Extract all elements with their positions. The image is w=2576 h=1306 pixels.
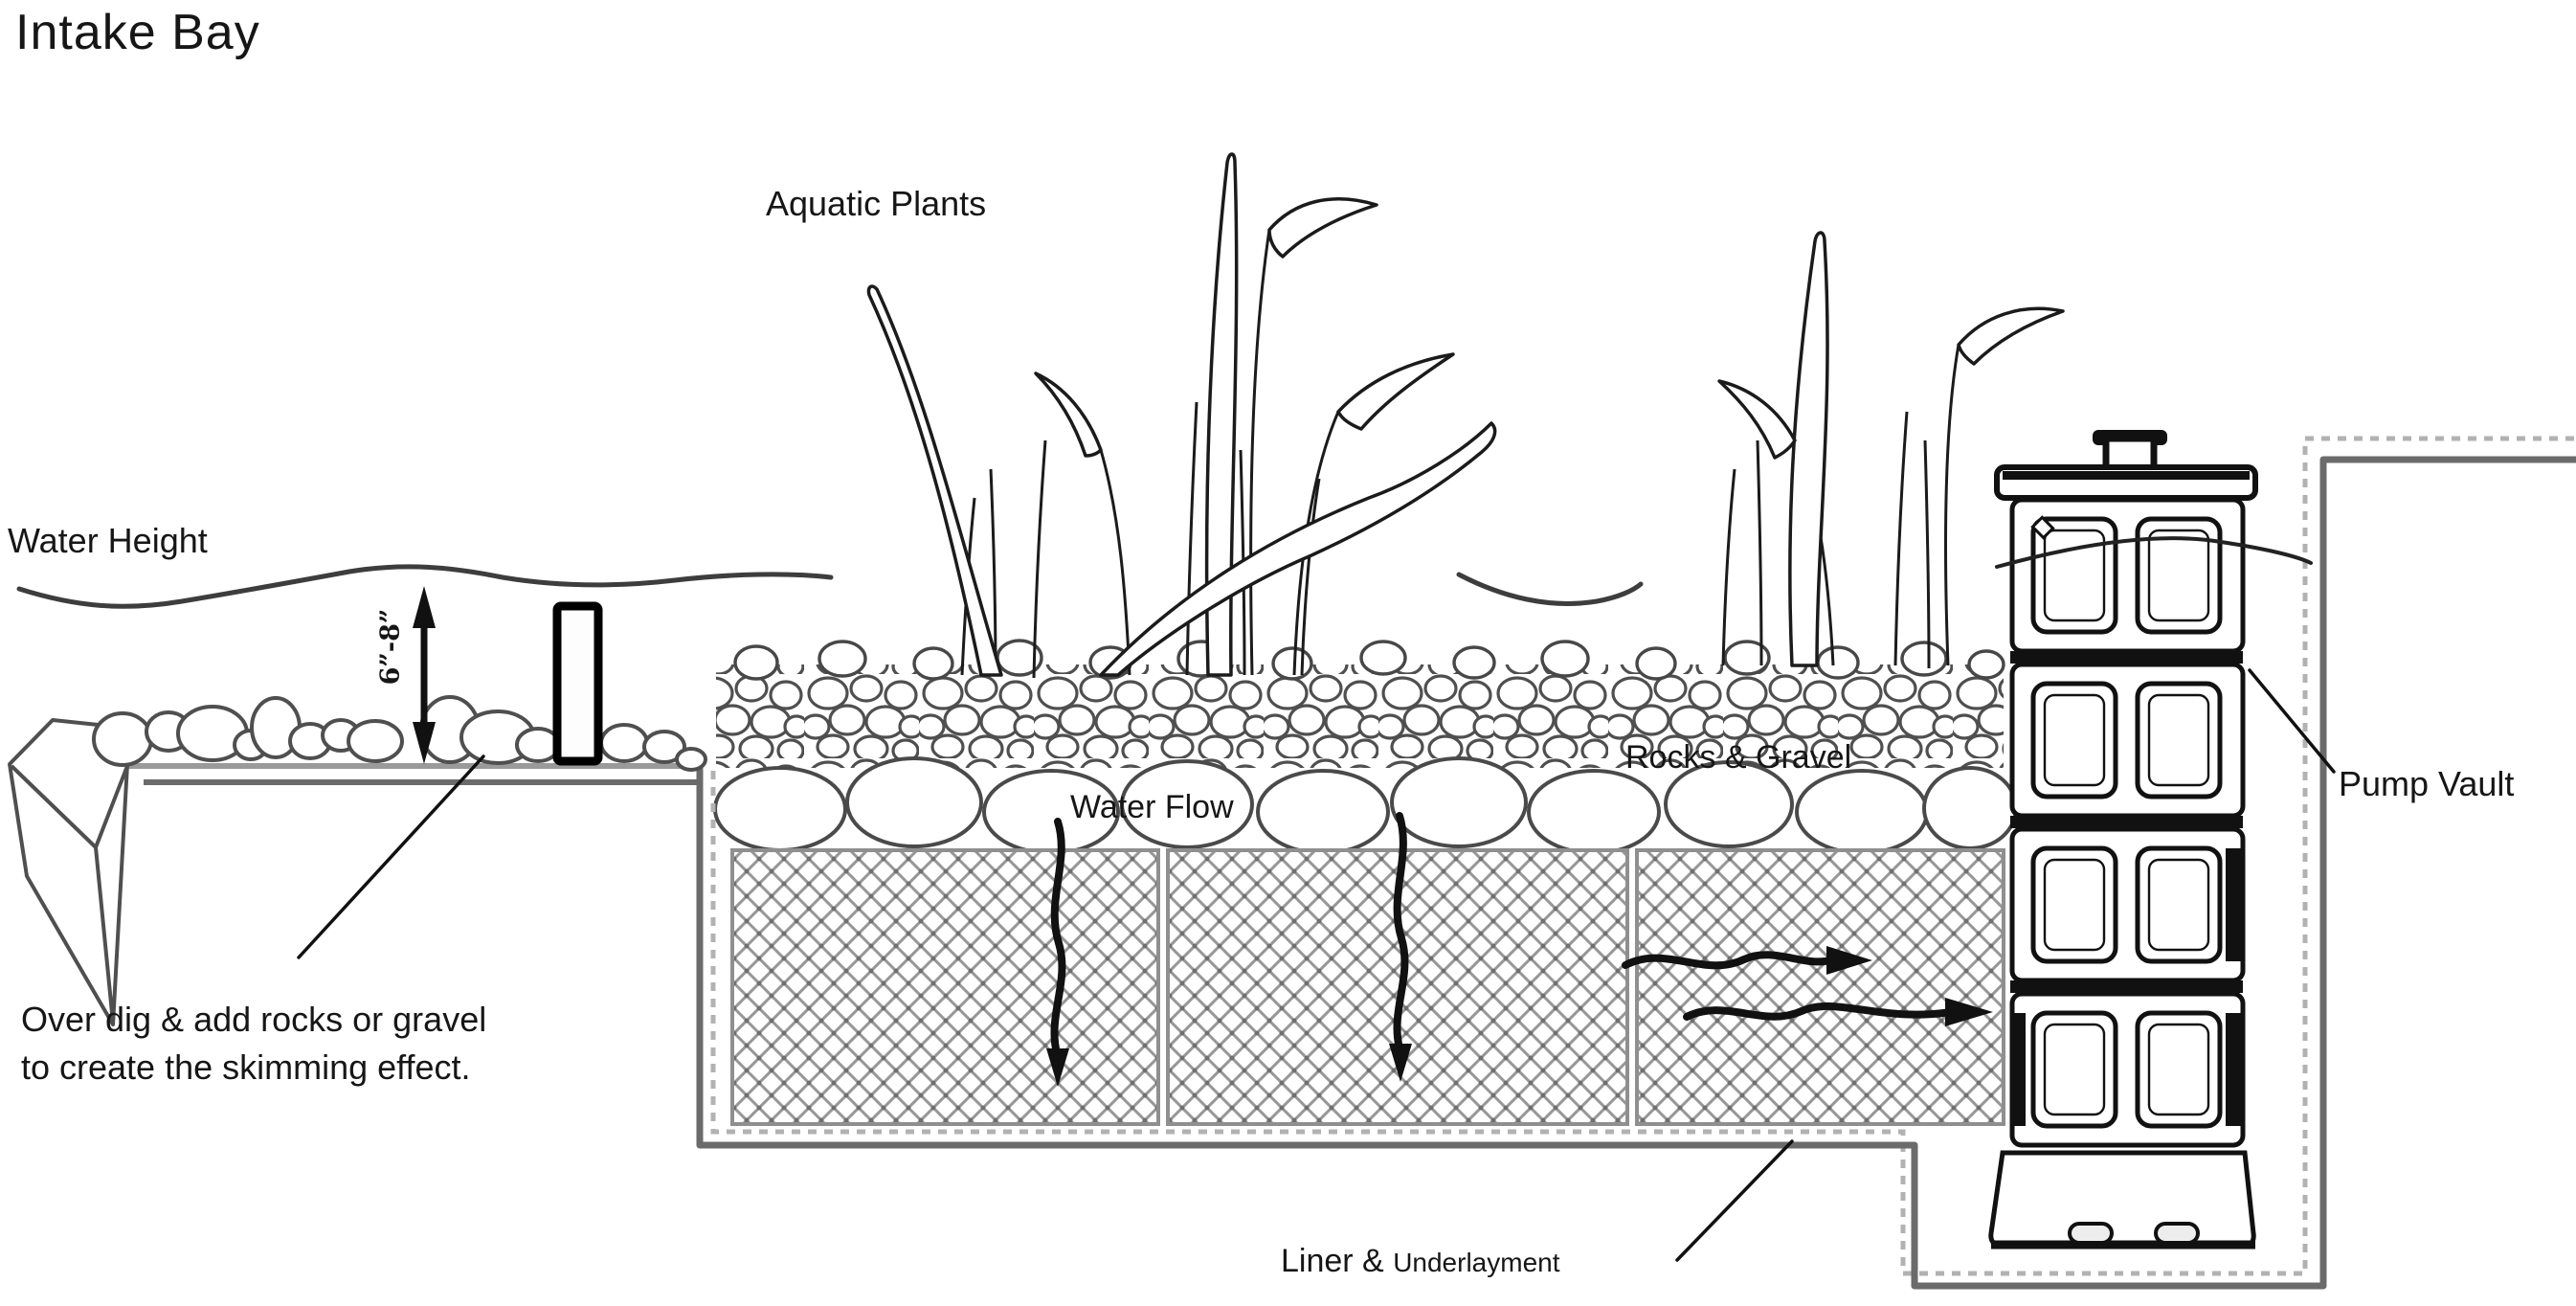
aquatic-plants-left <box>960 229 1340 679</box>
skimmer-faceplate <box>552 601 603 766</box>
aquatic-plants-right-leaves <box>1717 231 2065 667</box>
vault-foot <box>2154 1222 2200 1245</box>
overdig-note: Over dig & add rocks or gravel to create… <box>21 996 486 1091</box>
pump-vault-leader-line <box>2248 668 2336 774</box>
rocks-gravel-label: Rocks & Gravel <box>1625 739 1852 776</box>
overdig-note-line2: to create the skimming effect. <box>21 1047 471 1087</box>
liner-underlayment-label: Liner & Underlayment <box>1281 1243 1560 1280</box>
vault-base <box>1988 1150 2256 1250</box>
skimming-rocks <box>92 695 707 772</box>
liner-label-prefix: Liner & <box>1281 1243 1384 1279</box>
water-flow-right-arrowheads <box>1826 946 1993 1026</box>
water-flow-down-arrows <box>1050 812 1409 1057</box>
water-line-mid <box>1456 572 1644 606</box>
edge-boulder <box>8 718 129 1026</box>
aquatic-plants-label: Aquatic Plants <box>766 184 987 223</box>
depth-arrow <box>413 586 436 764</box>
overdig-leader-line <box>297 754 485 959</box>
water-height-label: Water Height <box>8 521 208 560</box>
liner-label-suffix: Underlayment <box>1393 1248 1560 1277</box>
cobble-row <box>713 756 2018 855</box>
gravel-bed <box>713 639 2018 855</box>
water-flow-label: Water Flow <box>1070 789 1234 825</box>
vault-foot <box>2068 1222 2114 1245</box>
liner-leader-line <box>1675 1139 1794 1262</box>
depth-measurement-label: 6”-8” <box>375 608 406 686</box>
matrix-block-3 <box>1635 848 2005 1126</box>
water-height-line <box>16 564 834 609</box>
page-title: Intake Bay <box>15 5 260 60</box>
water-flow-right-arrows <box>1622 951 1955 1021</box>
pump-vault-label: Pump Vault <box>2339 764 2515 803</box>
water-flow-down-arrowheads <box>1046 1044 1412 1087</box>
matrix-block-2 <box>1166 848 1629 1126</box>
aquatic-plants-right <box>1721 344 1960 669</box>
overdig-note-line1: Over dig & add rocks or gravel <box>21 1000 487 1039</box>
liner-dashed-line <box>710 436 2576 1276</box>
water-line-right <box>1995 536 2313 569</box>
underlayment-line <box>696 456 2576 1290</box>
pump-vault-structure <box>1988 430 2258 1250</box>
matrix-block-1 <box>730 848 1160 1126</box>
aquatic-plants-left-leaves <box>866 152 1497 677</box>
matrix-blocks <box>730 848 2005 1126</box>
leader-lines <box>297 668 2336 1262</box>
skimmer-ledge <box>84 763 701 785</box>
